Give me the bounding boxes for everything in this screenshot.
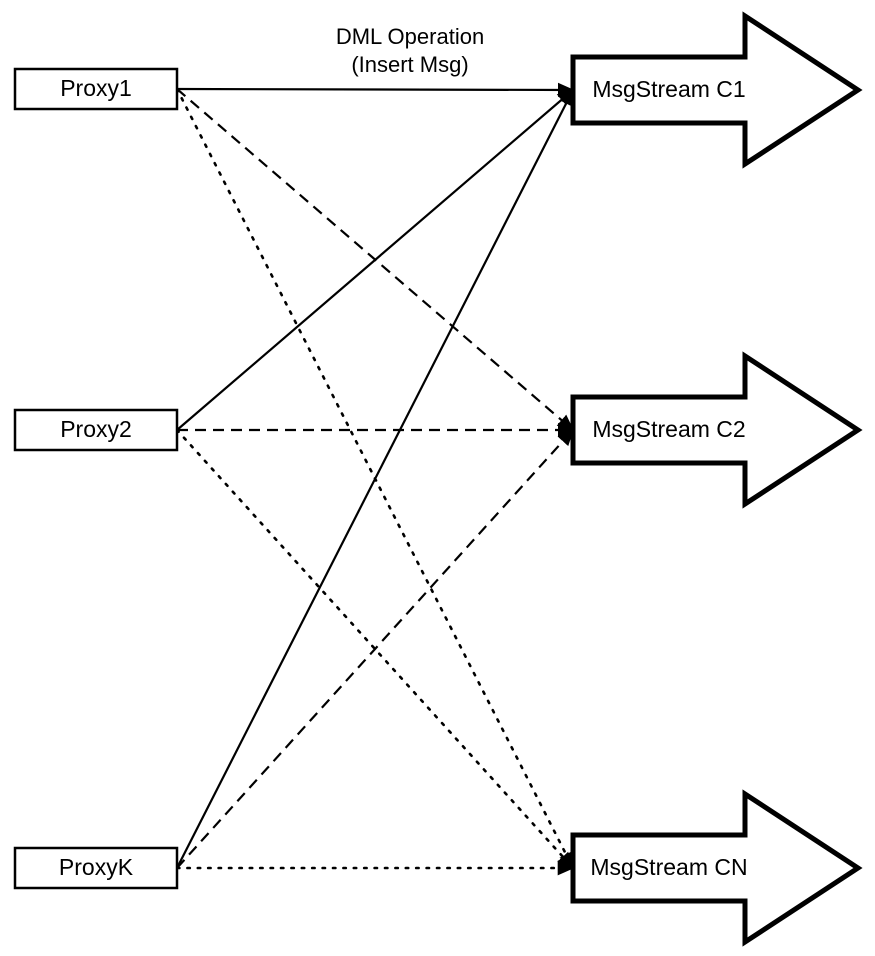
links-layer — [175, 82, 575, 876]
proxy-node-proxy2[interactable]: Proxy2 — [13, 408, 179, 452]
link-pk-c2 — [176, 429, 574, 869]
msgstream-label: MsgStream CN — [590, 854, 747, 880]
streams-layer: MsgStream C1 MsgStream C2 MsgStream CN — [570, 11, 863, 947]
edge-label-line2: (Insert Msg) — [351, 52, 468, 77]
msgstream-arrow-shape — [570, 351, 863, 509]
edge-label: DML Operation (Insert Msg) — [336, 24, 484, 77]
proxy-node-proxyk[interactable]: ProxyK — [13, 846, 179, 890]
link-p1-c2 — [176, 88, 575, 431]
link-p1-cn — [175, 87, 575, 870]
proxy-label: ProxyK — [59, 854, 134, 880]
msgstream-node-msgstream-c1[interactable]: MsgStream C1 — [570, 11, 863, 169]
msgstream-node-msgstream-cn[interactable]: MsgStream CN — [570, 789, 863, 947]
msgstream-label: MsgStream C1 — [592, 76, 745, 102]
link-p1-c1 — [176, 82, 575, 98]
msgstream-arrow-shape — [570, 11, 863, 169]
proxy-node-proxy1[interactable]: Proxy1 — [13, 67, 179, 111]
proxy-label: Proxy2 — [60, 416, 132, 442]
link-p2-cn — [175, 428, 575, 870]
proxy-box — [13, 408, 179, 452]
msgstream-node-msgstream-c2[interactable]: MsgStream C2 — [570, 351, 863, 509]
proxy-label: Proxy1 — [60, 75, 132, 101]
proxy-box — [13, 846, 179, 890]
msgstream-arrow-shape — [570, 789, 863, 947]
proxy-box — [13, 67, 179, 111]
edge-label-line1: DML Operation — [336, 24, 484, 49]
msgstream-label: MsgStream C2 — [592, 416, 745, 442]
